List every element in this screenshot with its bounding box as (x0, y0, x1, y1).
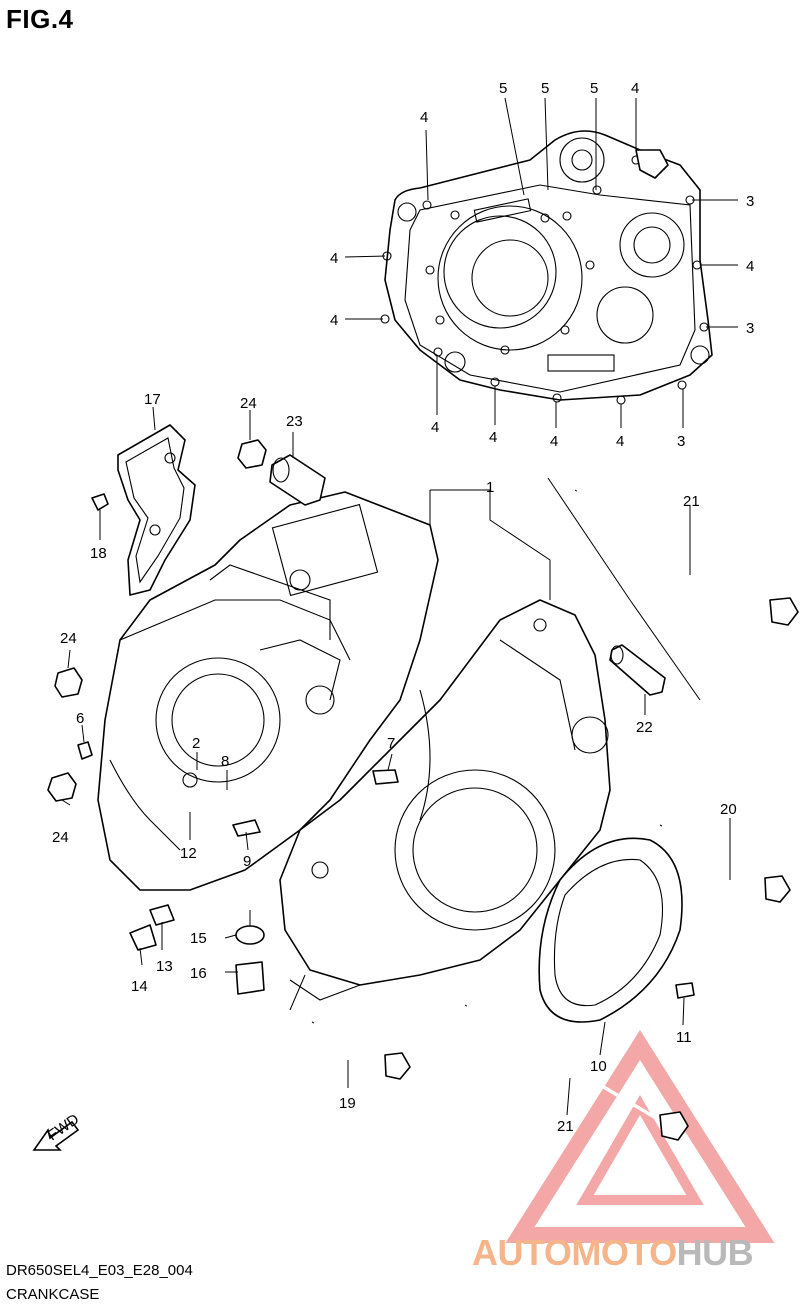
diagram-code: DR650SEL4_E03_E28_004 (6, 1262, 193, 1279)
part-22-dowel (609, 644, 666, 696)
callout-5: 5 (541, 80, 549, 97)
part-10-gasket (538, 837, 683, 1023)
callout-4: 4 (489, 429, 497, 446)
callout-3: 3 (746, 193, 754, 210)
callout-4: 4 (550, 433, 558, 450)
figure-title: FIG.4 (6, 4, 74, 34)
crankcase-cover (380, 130, 713, 405)
watermark-part2: HUB (676, 1232, 754, 1273)
callout-24: 24 (52, 829, 69, 846)
watermark-part1: AUTOMOTO (472, 1232, 677, 1273)
leader-lines (61, 97, 738, 1116)
callout-16: 16 (190, 965, 207, 982)
callout-11: 11 (676, 1029, 692, 1046)
diagram-name: CRANKCASE (6, 1286, 100, 1303)
callout-21: 21 (557, 1118, 574, 1135)
part-23-sleeve (269, 454, 326, 506)
callout-18: 18 (90, 545, 107, 562)
callout-19: 19 (339, 1095, 356, 1112)
callout-12: 12 (180, 845, 197, 862)
callout-24: 24 (60, 630, 77, 647)
callout-8: 8 (221, 753, 229, 770)
callout-4: 4 (431, 419, 439, 436)
part-20-bolt (659, 824, 791, 903)
part-24-nuts (47, 439, 267, 802)
watermark-brand: AUTOMOTOHUB (472, 1232, 754, 1274)
callout-20: 20 (720, 801, 737, 818)
crankcase-left-half (97, 491, 439, 891)
callout-22: 22 (636, 719, 653, 736)
callout-labels: 4 5 5 5 4 3 4 4 4 3 4 4 4 4 3 17 24 23 1… (52, 80, 754, 1135)
callout-13: 13 (156, 958, 173, 975)
callout-4: 4 (330, 312, 338, 329)
callout-3: 3 (677, 433, 685, 450)
callout-5: 5 (590, 80, 598, 97)
crankcase-right-half (279, 599, 611, 1001)
callout-5: 5 (499, 80, 507, 97)
callout-9: 9 (243, 853, 251, 870)
callout-4: 4 (420, 109, 428, 126)
part-19-bolt (311, 1021, 411, 1080)
callout-6: 6 (76, 710, 84, 727)
callout-7: 7 (387, 735, 395, 752)
callout-4: 4 (616, 433, 624, 450)
watermark-logo-icon (505, 1030, 775, 1243)
callout-21: 21 (683, 493, 700, 510)
small-parts (77, 493, 695, 999)
callout-2: 2 (192, 735, 200, 752)
callout-4: 4 (330, 250, 338, 267)
part-17-bracket (117, 424, 196, 596)
callout-17: 17 (144, 391, 161, 408)
callout-1: 1 (486, 479, 494, 496)
callout-15: 15 (190, 930, 207, 947)
fwd-arrow-icon: FWD (32, 1111, 82, 1151)
callout-3: 3 (746, 320, 754, 337)
part-21-bolt-upper (574, 489, 799, 626)
callout-4: 4 (746, 258, 754, 275)
callout-4: 4 (631, 80, 639, 97)
callout-24: 24 (240, 395, 257, 412)
callout-10: 10 (590, 1058, 607, 1075)
part-21-bolt-lower (464, 1004, 689, 1141)
callout-14: 14 (131, 978, 148, 995)
callout-23: 23 (286, 413, 303, 430)
